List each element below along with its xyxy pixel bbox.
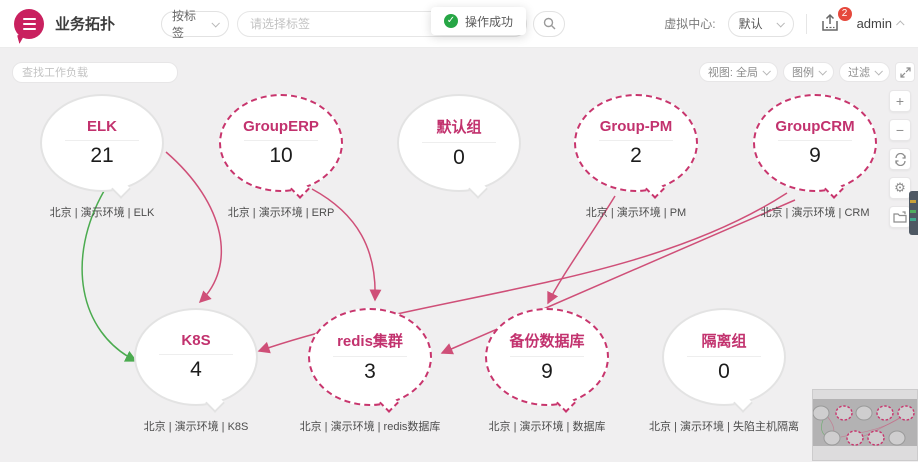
node-count: 0 [718, 360, 730, 384]
node-divider [687, 356, 761, 357]
node-caption: 北京 | 演示环境 | redis数据库 [300, 418, 441, 434]
node-count: 21 [90, 144, 113, 168]
view-mode-value: 视图: 全局 [708, 64, 758, 80]
screenshot-folder-icon [893, 211, 907, 223]
node-count: 9 [809, 144, 821, 168]
node-divider [422, 142, 496, 143]
node-divider [599, 140, 673, 141]
node-divider [510, 356, 584, 357]
topology-node-isolate[interactable]: 隔离组 0 北京 | 演示环境 | 失陷主机隔离 [662, 308, 786, 406]
node-bubble[interactable]: 默认组 0 [397, 94, 521, 192]
chevron-down-icon [776, 19, 784, 27]
node-divider [159, 354, 233, 355]
virtual-center-value: 默认 [739, 15, 763, 32]
node-caption: 北京 | 演示环境 | CRM [761, 204, 870, 220]
node-bubble[interactable]: Group-PM 2 [574, 94, 698, 192]
topology-node-grouperp[interactable]: GroupERP 10 北京 | 演示环境 | ERP [219, 94, 343, 192]
node-count: 10 [269, 144, 292, 168]
node-bubble[interactable]: GroupCRM 9 [753, 94, 877, 192]
node-title: GroupCRM [775, 118, 854, 135]
node-count: 9 [541, 360, 553, 384]
node-title: GroupERP [243, 118, 319, 135]
toast-message: 操作成功 [465, 13, 513, 30]
topology-node-k8s[interactable]: K8S 4 北京 | 演示环境 | K8S [134, 308, 258, 406]
topology-node-groupcrm[interactable]: GroupCRM 9 北京 | 演示环境 | CRM [753, 94, 877, 192]
node-caption: 北京 | 演示环境 | K8S [144, 418, 249, 434]
node-title: K8S [181, 332, 210, 349]
node-title: 默认组 [436, 116, 481, 137]
minimap-graph [813, 390, 918, 462]
chevron-down-icon [818, 67, 826, 75]
page-title: 业务拓扑 [55, 13, 115, 34]
topology-node-redis[interactable]: redis集群 3 北京 | 演示环境 | redis数据库 [308, 308, 432, 406]
fullscreen-button[interactable] [895, 62, 915, 82]
search-button[interactable] [533, 11, 565, 37]
virtual-center-select[interactable]: 默认 [728, 11, 794, 37]
node-caption: 北京 | 演示环境 | PM [586, 204, 686, 220]
legend-label: 图例 [792, 64, 814, 80]
virtual-center-label: 虚拟中心: [664, 15, 715, 32]
zoom-out-button[interactable]: − [889, 119, 911, 141]
minimap[interactable] [812, 389, 918, 461]
node-bubble[interactable]: 隔离组 0 [662, 308, 786, 406]
node-title: ELK [87, 118, 117, 135]
success-toast: ✓ 操作成功 [431, 7, 526, 35]
workload-search-input[interactable] [12, 62, 178, 83]
view-mode-select[interactable]: 视图: 全局 [699, 62, 778, 82]
node-divider [244, 140, 318, 141]
filter-label: 过滤 [848, 64, 870, 80]
overview-ruler[interactable] [909, 191, 918, 235]
chevron-down-icon [211, 19, 219, 27]
node-divider [333, 356, 407, 357]
node-title: Group-PM [600, 118, 673, 135]
expand-arrows-icon [900, 67, 911, 78]
node-caption: 北京 | 演示环境 | ELK [50, 204, 155, 220]
node-divider [778, 140, 852, 141]
node-title: redis集群 [337, 330, 403, 351]
node-bubble[interactable]: K8S 4 [134, 308, 258, 406]
node-bubble[interactable]: 备份数据库 9 [485, 308, 609, 406]
chevron-up-icon [896, 20, 904, 28]
chevron-down-icon [874, 67, 882, 75]
topology-node-grouppm[interactable]: Group-PM 2 北京 | 演示环境 | PM [574, 94, 698, 192]
tag-filter-value: 按标签 [172, 7, 205, 41]
node-title: 备份数据库 [509, 330, 584, 351]
node-title: 隔离组 [701, 330, 746, 351]
node-count: 3 [364, 360, 376, 384]
node-divider [65, 140, 139, 141]
gear-icon: ⚙ [894, 181, 906, 196]
node-caption: 北京 | 演示环境 | 数据库 [489, 418, 606, 434]
upload-button[interactable]: 2 [819, 12, 845, 36]
topology-node-default[interactable]: 默认组 0 [397, 94, 521, 192]
node-caption: 北京 | 演示环境 | ERP [228, 204, 335, 220]
chevron-down-icon [762, 67, 770, 75]
tag-filter-select[interactable]: 按标签 [161, 11, 229, 37]
app-logo-icon [14, 9, 44, 39]
divider [806, 14, 807, 34]
topology-node-backupdb[interactable]: 备份数据库 9 北京 | 演示环境 | 数据库 [485, 308, 609, 406]
user-menu[interactable]: admin [857, 16, 904, 31]
magnifier-icon [543, 17, 556, 30]
topology-node-elk[interactable]: ELK 21 北京 | 演示环境 | ELK [40, 94, 164, 192]
zoom-in-button[interactable]: + [889, 90, 911, 112]
node-count: 2 [630, 144, 642, 168]
node-bubble[interactable]: ELK 21 [40, 94, 164, 192]
notification-badge: 2 [838, 7, 852, 21]
export-button[interactable] [889, 206, 911, 228]
legend-select[interactable]: 图例 [783, 62, 834, 82]
top-navbar: 业务拓扑 按标签 ✓ 操作成功 虚拟中心: 默认 [0, 0, 918, 48]
node-count: 4 [190, 358, 202, 382]
check-circle-icon: ✓ [444, 14, 458, 28]
username: admin [857, 16, 892, 31]
filter-select[interactable]: 过滤 [839, 62, 890, 82]
node-bubble[interactable]: redis集群 3 [308, 308, 432, 406]
settings-button[interactable]: ⚙ [889, 177, 911, 199]
node-bubble[interactable]: GroupERP 10 [219, 94, 343, 192]
node-count: 0 [453, 146, 465, 170]
refresh-button[interactable] [889, 148, 911, 170]
refresh-icon [894, 153, 907, 166]
node-caption: 北京 | 演示环境 | 失陷主机隔离 [649, 418, 799, 434]
